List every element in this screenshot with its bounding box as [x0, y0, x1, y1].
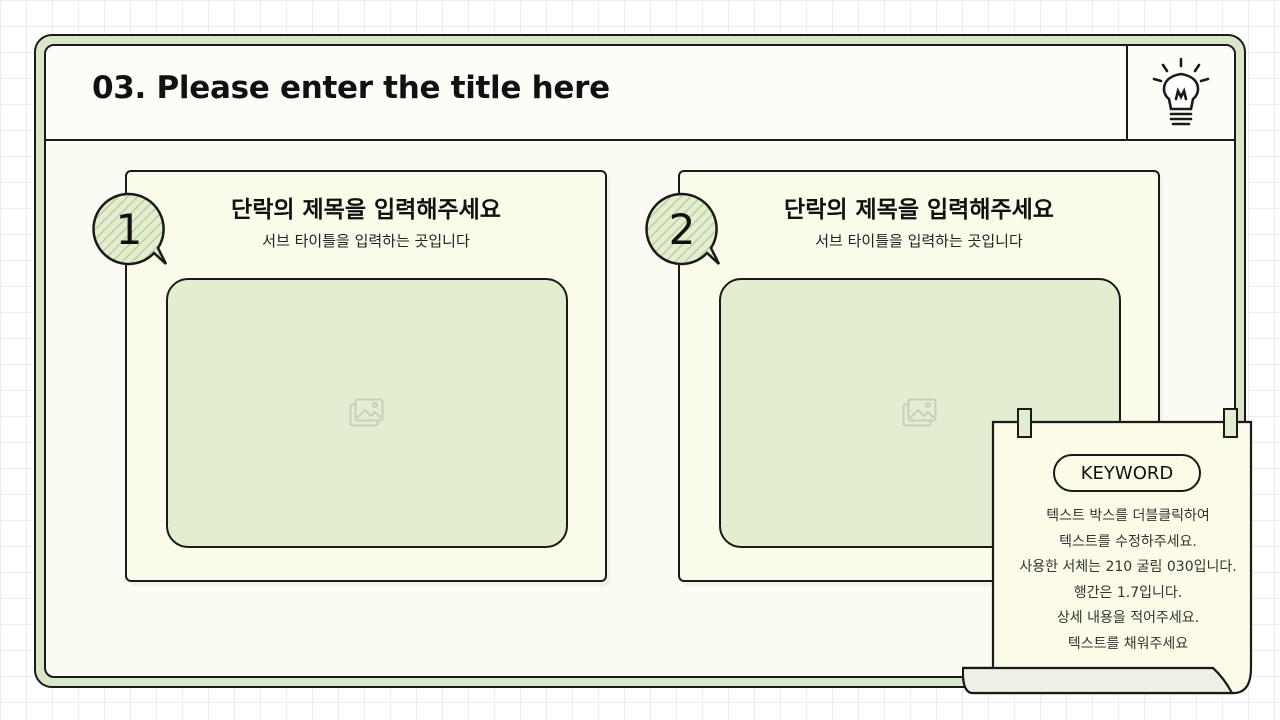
header-bar: 03. Please enter the title here: [46, 46, 1234, 141]
note-line: 상세 내용을 적어주세요.: [1056, 610, 1200, 627]
image-placeholder[interactable]: [166, 278, 568, 548]
keyword-label[interactable]: KEYWORD: [1053, 454, 1201, 492]
card-title[interactable]: 단락의 제목을 입력해주세요: [231, 197, 501, 223]
note-body[interactable]: 텍스트 박스를 더블클릭하여 텍스트를 수정하주세요. 사용한 서체는 210 …: [992, 504, 1264, 658]
note-line: 텍스트를 수정하주세요.: [1059, 533, 1197, 550]
content-card-1: 단락의 제목을 입력해주세요 서브 타이틀을 입력하는 곳입니다: [125, 170, 607, 582]
note-line: 행간은 1.7입니다.: [1073, 584, 1183, 601]
icon-box: [1126, 46, 1234, 139]
card-subtitle[interactable]: 서브 타이틀을 입력하는 곳입니다: [262, 232, 470, 250]
badge-number: 2: [668, 204, 696, 254]
speech-bubble-icon: [92, 192, 168, 266]
page-title[interactable]: 03. Please enter the title here: [92, 70, 610, 106]
number-badge-1: 1: [92, 192, 172, 272]
lightbulb-icon: [1152, 57, 1210, 125]
keyword-note: KEYWORD 텍스트 박스를 더블클릭하여 텍스트를 수정하주세요. 사용한 …: [962, 406, 1266, 698]
note-line: 사용한 서체는 210 굴림 030입니다.: [1019, 559, 1237, 576]
image-placeholder-icon: [349, 398, 384, 427]
note-line: 텍스트를 채워주세요: [1067, 635, 1189, 652]
content-card-2: 단락의 제목을 입력해주세요 서브 타이틀을 입력하는 곳입니다: [678, 170, 1160, 582]
number-badge-2: 2: [645, 192, 725, 272]
badge-number: 1: [115, 204, 143, 254]
card-subtitle[interactable]: 서브 타이틀을 입력하는 곳입니다: [815, 232, 1023, 250]
card-title[interactable]: 단락의 제목을 입력해주세요: [784, 197, 1054, 223]
speech-bubble-icon: [645, 192, 721, 266]
image-placeholder-icon: [902, 398, 937, 427]
note-line: 텍스트 박스를 더블클릭하여: [1046, 508, 1210, 524]
